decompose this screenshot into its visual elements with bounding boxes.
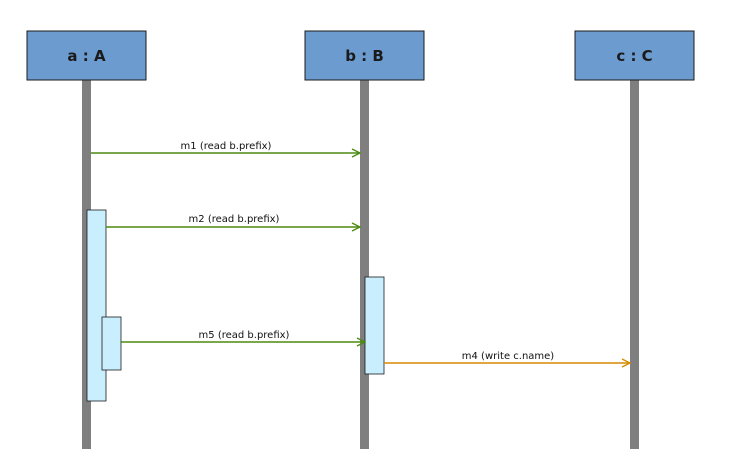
message-m1[interactable]: m1 (read b.prefix) bbox=[91, 141, 360, 153]
lifeline-b bbox=[360, 80, 369, 449]
lifeline-a bbox=[82, 80, 91, 449]
participant-c-box[interactable] bbox=[574, 30, 695, 81]
message-m2-label: m2 (read b.prefix) bbox=[189, 214, 280, 225]
participant-a-box[interactable] bbox=[26, 30, 147, 81]
participant-c-label: c : C bbox=[616, 47, 652, 65]
lifeline-c bbox=[630, 80, 639, 449]
participant-c[interactable]: c : C bbox=[574, 30, 695, 81]
message-m5[interactable]: m5 (read b.prefix) bbox=[121, 330, 365, 342]
message-m4[interactable]: m4 (write c.name) bbox=[384, 351, 630, 363]
message-m4-label: m4 (write c.name) bbox=[462, 351, 555, 362]
activation-a-inner[interactable] bbox=[101, 316, 122, 371]
activation-a-outer[interactable] bbox=[86, 209, 107, 402]
message-m5-label: m5 (read b.prefix) bbox=[199, 330, 290, 341]
message-m2[interactable]: m2 (read b.prefix) bbox=[106, 214, 360, 227]
message-m1-label: m1 (read b.prefix) bbox=[181, 141, 272, 152]
activation-b[interactable] bbox=[364, 276, 385, 375]
participant-b[interactable]: b : B bbox=[304, 30, 425, 81]
participant-b-label: b : B bbox=[345, 47, 384, 65]
participant-a-label: a : A bbox=[67, 47, 106, 65]
participant-b-box[interactable] bbox=[304, 30, 425, 81]
participant-a[interactable]: a : A bbox=[26, 30, 147, 81]
